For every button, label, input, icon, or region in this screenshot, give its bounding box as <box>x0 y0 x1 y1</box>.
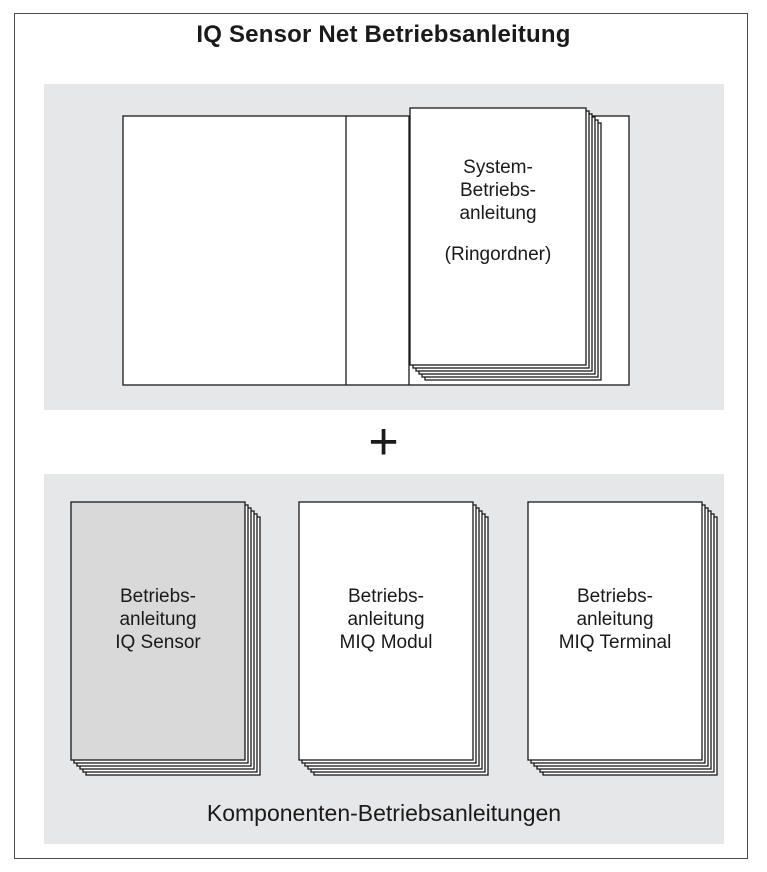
manual-label-line3: MIQ Modul <box>339 632 433 653</box>
manual-label-line2: anleitung <box>119 609 197 630</box>
manual-stack-iq-sensor <box>70 501 261 776</box>
binder-label-line1: System- <box>463 157 533 178</box>
plus-sign: + <box>368 413 399 471</box>
manual-stack-miq-terminal <box>527 501 718 776</box>
manual-label-line2: anleitung <box>576 609 654 630</box>
iq-sensor-cover <box>70 501 246 761</box>
manual-stack-miq-modul <box>298 501 489 776</box>
binder-label-line4: (Ringordner) <box>444 244 552 265</box>
manual-label-iq-sensor: Betriebs- anleitung IQ Sensor <box>71 585 245 654</box>
miq-terminal-cover <box>527 501 703 761</box>
ring-binder <box>122 107 630 386</box>
manual-label-line1: Betriebs- <box>119 586 197 607</box>
miq-modul-cover <box>298 501 474 761</box>
component-manuals-caption: Komponenten-Betriebsanleitungen <box>206 800 562 826</box>
manual-label-miq-terminal: Betriebs- anleitung MIQ Terminal <box>528 585 702 654</box>
binder-page-stack <box>409 107 602 381</box>
manual-label-line1: Betriebs- <box>347 586 425 607</box>
binder-label-line2: Betriebs- <box>459 180 537 201</box>
manual-label-line2: anleitung <box>347 609 425 630</box>
binder-label-line3: anleitung <box>459 203 537 224</box>
binder-label: System- Betriebs- anleitung (Ringordner) <box>410 156 586 266</box>
diagram-title: IQ Sensor Net Betriebsanleitung <box>196 21 571 48</box>
manual-label-line1: Betriebs- <box>576 586 654 607</box>
manual-label-line3: IQ Sensor <box>115 632 201 653</box>
manual-label-line3: MIQ Terminal <box>558 632 672 653</box>
manual-label-miq-modul: Betriebs- anleitung MIQ Modul <box>299 585 473 654</box>
